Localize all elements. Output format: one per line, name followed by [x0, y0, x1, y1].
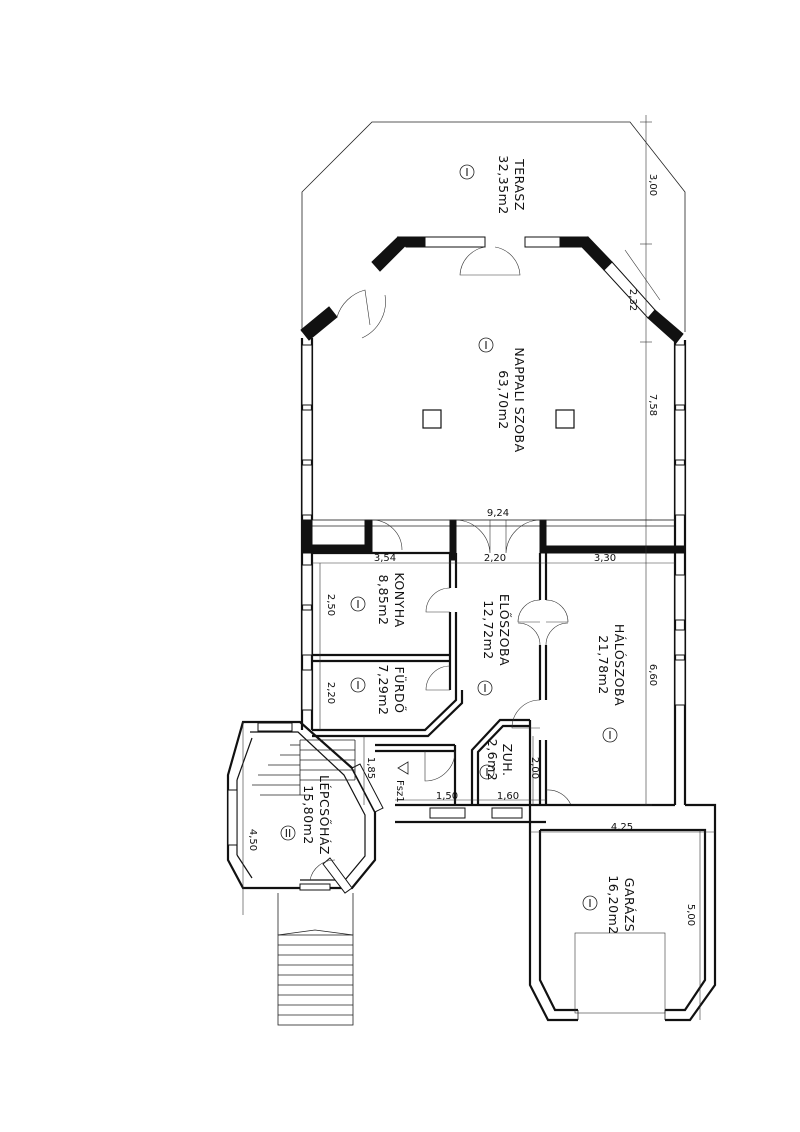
dim-4-25: 4,25	[611, 822, 633, 833]
garazs-mark: I	[588, 897, 591, 910]
terrace-outline	[301, 121, 686, 332]
dim-6-60: 6,60	[647, 664, 658, 686]
column-right	[555, 409, 575, 429]
lepcsohaz-area: 15,80m2	[301, 785, 316, 844]
lepcsohaz-name: LÉPCSŐHÁZ	[317, 775, 332, 855]
living-room-walls	[300, 236, 687, 527]
car-outline	[574, 932, 666, 1014]
nappali-mark: I	[484, 339, 487, 352]
nappali-name: NAPPALI SZOBA	[512, 347, 527, 452]
column-left	[422, 409, 442, 429]
eloszoba-area: 12,72m2	[481, 600, 496, 659]
konyha-mark: I	[356, 598, 359, 611]
dim-1-85: 1,85	[365, 757, 376, 779]
dim-3-54: 3,54	[374, 553, 396, 564]
furdo-name: FÜRDŐ	[392, 667, 408, 714]
wall-diag-right-lower	[647, 309, 684, 344]
zuh-mark: I	[485, 766, 488, 779]
dim-7-58: 7,58	[647, 394, 658, 416]
terasz-area: 32,35m2	[496, 155, 511, 214]
konyha-area: 8,85m2	[376, 575, 391, 626]
window-top-right	[524, 236, 561, 248]
door-swings-interior	[371, 519, 572, 806]
haloszoba-mark: I	[608, 729, 611, 742]
eloszoba-name: ELŐSZOBA	[497, 594, 512, 666]
furdo-mark: I	[356, 679, 359, 692]
staircase-walls	[226, 720, 384, 1026]
dim-3-30: 3,30	[594, 553, 616, 564]
haloszoba-name: HÁLÓSZOBA	[612, 624, 627, 706]
garazs-name: GARÁZS	[622, 878, 637, 932]
dim-9-24: 9,24	[487, 508, 509, 519]
zuh-name: ZUH.	[500, 744, 515, 777]
door-swings-terrace	[336, 246, 521, 339]
wall-diag-left-lower	[300, 306, 338, 341]
dim-1-50: 1,50	[436, 791, 458, 802]
dim-2-20-side: 2,20	[325, 682, 336, 704]
dimension-lines	[242, 115, 715, 1020]
garage-walls	[528, 803, 717, 1022]
terasz-name: TERASZ	[512, 158, 527, 211]
wall-diag-right-upper	[581, 236, 613, 271]
room-labels: TERASZ 32,35m2 NAPPALI SZOBA 63,70m2 KON…	[301, 155, 637, 934]
zuh-area: 2,6m2	[485, 739, 500, 782]
dim-2-20-top: 2,20	[484, 553, 506, 564]
dim-5-00: 5,00	[685, 904, 696, 926]
haloszoba-area: 21,78m2	[596, 635, 611, 694]
window-top-left	[424, 236, 486, 248]
terasz-mark: I	[465, 166, 468, 179]
eloszoba-mark: I	[483, 682, 486, 695]
dim-3-00: 3,00	[647, 174, 658, 196]
dim-2-50: 2,50	[325, 594, 336, 616]
nappali-area: 63,70m2	[496, 370, 511, 429]
dimension-labels: 3,00 2,32 7,58 9,24 3,54 2,20 3,30 2,50 …	[247, 174, 696, 926]
lepcsohaz-mark: II	[285, 827, 292, 840]
konyha-name: KONYHA	[392, 572, 407, 627]
dim-4-50: 4,50	[247, 829, 258, 851]
section-marker: Fsz1	[394, 761, 409, 803]
section-marker-text: Fsz1	[394, 780, 405, 803]
dim-2-00: 2,00	[529, 757, 540, 779]
garazs-area: 16,20m2	[606, 875, 621, 934]
dim-1-60: 1,60	[497, 791, 519, 802]
middle-block-walls	[300, 519, 687, 824]
floor-marks: I I I I I I I II I	[280, 164, 618, 911]
dim-2-32: 2,32	[627, 289, 638, 311]
section-triangle-icon	[397, 761, 409, 775]
window-diag-right	[603, 261, 656, 319]
furdo-area: 7,29m2	[376, 665, 391, 716]
wall-diag-left-upper	[371, 236, 407, 272]
